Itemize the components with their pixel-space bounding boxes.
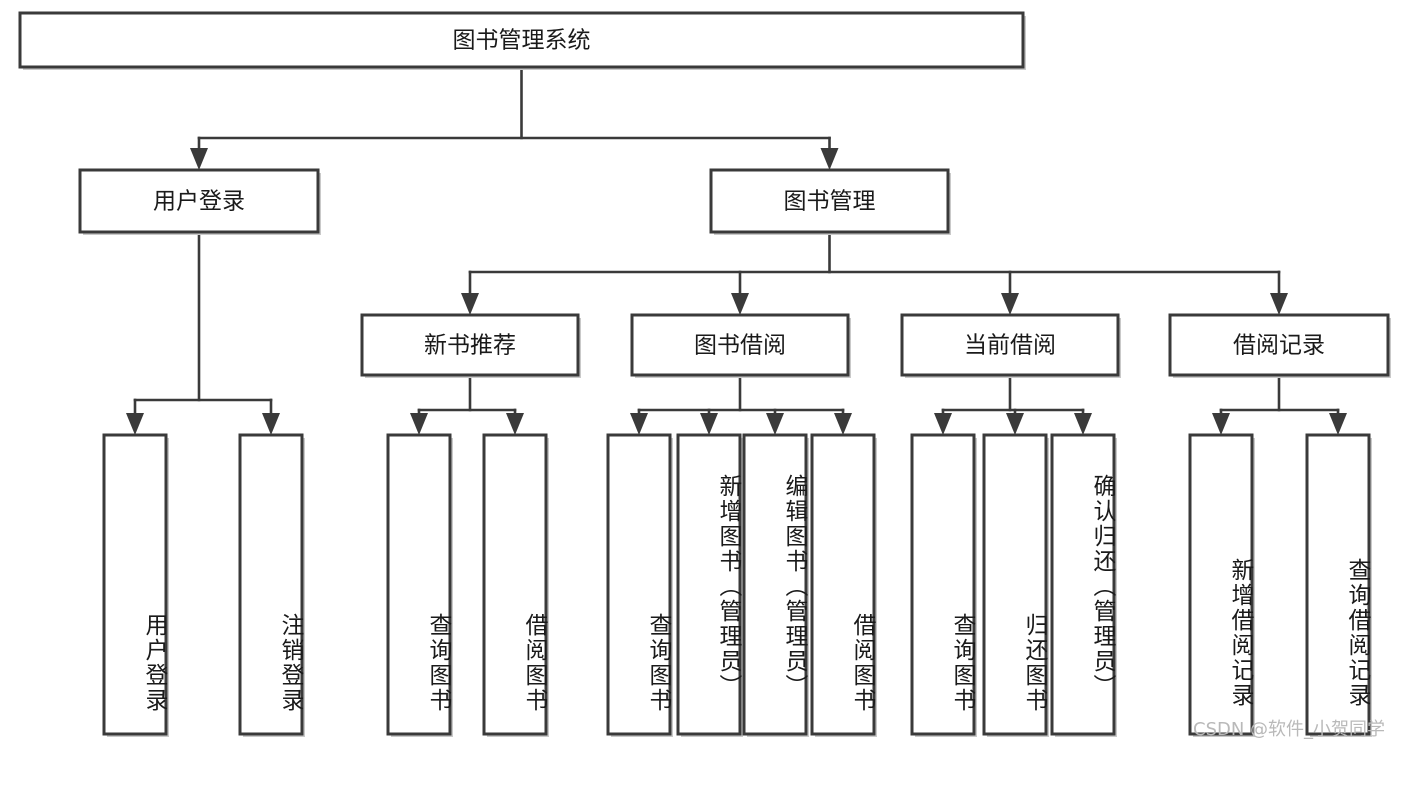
node-user-login[interactable] (78, 168, 320, 234)
node-leaf-add-book[interactable] (676, 433, 742, 736)
node-leaf-confirm-return[interactable] (1050, 433, 1116, 736)
node-book-management-label: 图书管理 (784, 189, 876, 215)
node-root-图书管理系统-label: 图书管理系统 (453, 28, 591, 54)
node-borrow-record[interactable] (1168, 313, 1390, 377)
arrow-borrow-record-to-leaf-query-record (1329, 413, 1347, 435)
arrow-bm-to-borrow-record (1270, 293, 1288, 315)
arrow-book-borrow-to-leaf-query-book-2 (630, 413, 648, 435)
node-book-borrow-label: 图书借阅 (694, 333, 786, 359)
node-leaf-return-book[interactable] (982, 433, 1048, 736)
arrow-user-login-to-leaf-user-login (126, 413, 144, 435)
arrow-bm-to-current-borrow (1001, 293, 1019, 315)
node-leaf-logout[interactable] (238, 433, 304, 736)
node-book-management[interactable] (709, 168, 950, 234)
node-borrow-record-label: 借阅记录 (1233, 333, 1325, 359)
node-leaf-edit-book[interactable] (742, 433, 808, 736)
arrow-current-borrow-to-leaf-confirm-return (1074, 413, 1092, 435)
arrow-new-book-recommend-to-leaf-query-book-1 (410, 413, 428, 435)
node-leaf-query-book-1[interactable] (386, 433, 452, 736)
arrow-bm-to-book-borrow (731, 293, 749, 315)
arrow-book-borrow-to-leaf-edit-book (766, 413, 784, 435)
arrow-new-book-recommend-to-leaf-borrow-book-1 (506, 413, 524, 435)
node-current-borrow-label: 当前借阅 (964, 333, 1056, 359)
node-leaf-query-book-3[interactable] (910, 433, 976, 736)
node-new-book-recommend-label: 新书推荐 (424, 333, 516, 359)
arrow-book-borrow-to-leaf-borrow-book-2 (834, 413, 852, 435)
arrow-root-to-user-login (190, 148, 208, 170)
node-leaf-borrow-book-2[interactable] (810, 433, 876, 736)
arrow-borrow-record-to-leaf-add-record (1212, 413, 1230, 435)
arrow-bm-to-new-book-recommend (461, 293, 479, 315)
arrow-current-borrow-to-leaf-query-book-3 (934, 413, 952, 435)
node-leaf-query-record[interactable] (1305, 433, 1371, 736)
node-leaf-query-book-2[interactable] (606, 433, 672, 736)
node-new-book-recommend[interactable] (360, 313, 580, 377)
arrow-book-borrow-to-leaf-add-book (700, 413, 718, 435)
node-current-borrow[interactable] (900, 313, 1120, 377)
node-book-borrow[interactable] (630, 313, 850, 377)
node-root-图书管理系统[interactable] (18, 11, 1025, 69)
arrow-user-login-to-leaf-logout (262, 413, 280, 435)
csdn-watermark: CSDN @软件_小贺同学 (1193, 719, 1386, 740)
arrow-root-to-book-management (820, 148, 839, 170)
arrow-current-borrow-to-leaf-return-book (1006, 413, 1024, 435)
node-leaf-borrow-book-1[interactable] (482, 433, 548, 736)
flowchart-diagram: 图书管理系统用户登录图书管理新书推荐图书借阅当前借阅借阅记录 用户登录注销登录查… (18, 11, 1391, 740)
node-user-login-label: 用户登录 (153, 189, 245, 215)
node-leaf-user-login[interactable] (102, 433, 168, 736)
connector-group (126, 65, 1347, 435)
node-leaf-add-record[interactable] (1188, 433, 1254, 736)
